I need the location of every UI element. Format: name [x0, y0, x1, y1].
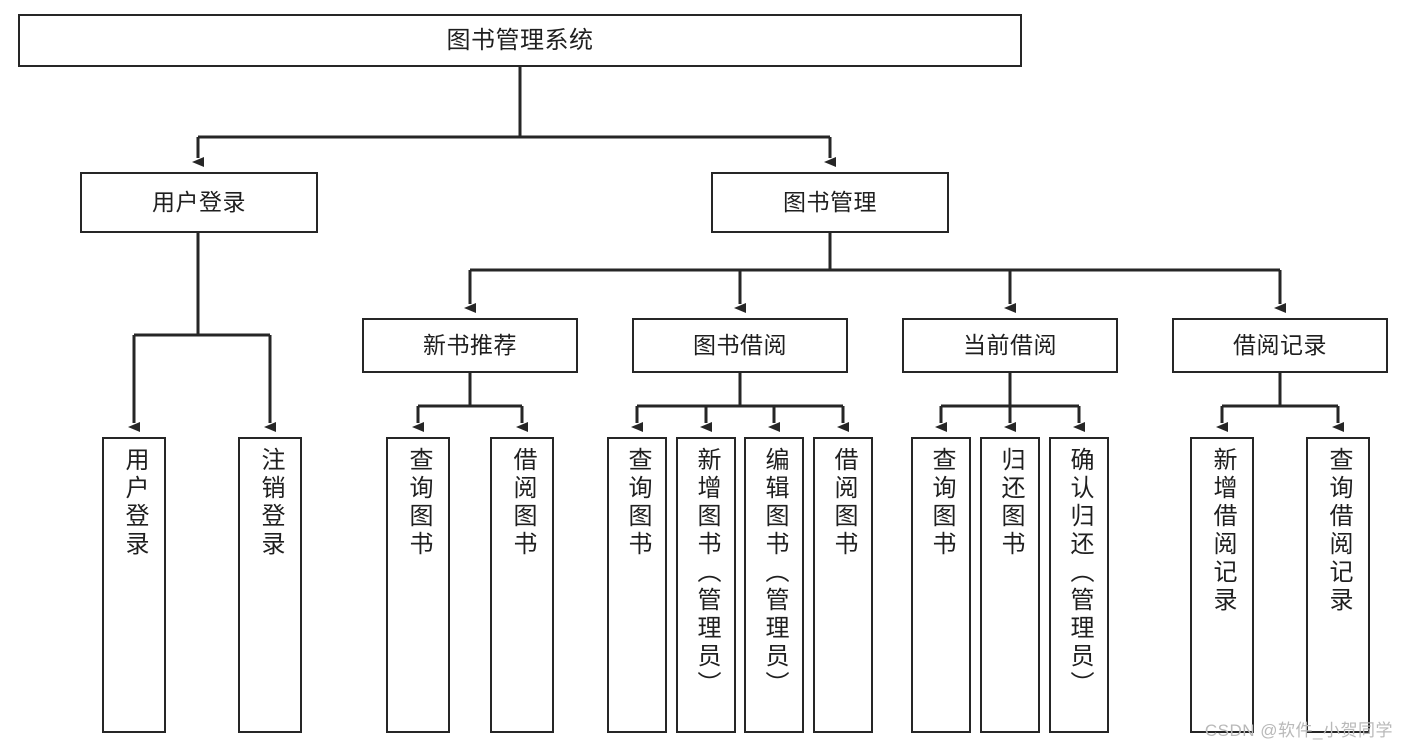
node-leaf-borrow-book-1-label: 借阅图书: [509, 447, 536, 559]
node-leaf-query-book-1-label: 查询图书: [405, 447, 432, 559]
node-borrow-record[interactable]: 借阅记录: [1172, 318, 1388, 373]
node-leaf-query-book-1[interactable]: 查询图书: [386, 437, 450, 733]
node-book-management-label: 图书管理: [783, 189, 877, 216]
node-new-book-recommend[interactable]: 新书推荐: [362, 318, 578, 373]
node-leaf-confirm-return-label: 确认归还（管理员）: [1066, 447, 1093, 699]
node-leaf-borrow-book-2[interactable]: 借阅图书: [813, 437, 873, 733]
node-borrow-record-label: 借阅记录: [1233, 332, 1327, 359]
node-leaf-logout[interactable]: 注销登录: [238, 437, 302, 733]
node-leaf-edit-book-label: 编辑图书（管理员）: [761, 447, 788, 699]
node-book-borrow-label: 图书借阅: [693, 332, 787, 359]
node-leaf-borrow-book-2-label: 借阅图书: [830, 447, 857, 559]
node-book-management[interactable]: 图书管理: [711, 172, 949, 233]
node-root-label: 图书管理系统: [446, 26, 594, 54]
node-book-borrow[interactable]: 图书借阅: [632, 318, 848, 373]
node-leaf-query-book-3[interactable]: 查询图书: [911, 437, 971, 733]
node-leaf-user-login-label: 用户登录: [121, 447, 148, 559]
node-current-borrow-label: 当前借阅: [963, 332, 1057, 359]
node-leaf-add-book-label: 新增图书（管理员）: [693, 447, 720, 699]
node-leaf-add-record-label: 新增借阅记录: [1209, 447, 1236, 615]
node-leaf-query-book-2-label: 查询图书: [624, 447, 651, 559]
node-user-login-label: 用户登录: [152, 189, 246, 216]
node-leaf-borrow-book-1[interactable]: 借阅图书: [490, 437, 554, 733]
node-leaf-return-book[interactable]: 归还图书: [980, 437, 1040, 733]
node-leaf-return-book-label: 归还图书: [997, 447, 1024, 559]
node-leaf-logout-label: 注销登录: [257, 447, 284, 559]
node-leaf-query-book-3-label: 查询图书: [928, 447, 955, 559]
node-leaf-add-book[interactable]: 新增图书（管理员）: [676, 437, 736, 733]
node-leaf-query-record[interactable]: 查询借阅记录: [1306, 437, 1370, 733]
node-current-borrow[interactable]: 当前借阅: [902, 318, 1118, 373]
node-user-login[interactable]: 用户登录: [80, 172, 318, 233]
node-leaf-add-record[interactable]: 新增借阅记录: [1190, 437, 1254, 733]
node-new-book-recommend-label: 新书推荐: [423, 332, 517, 359]
node-root[interactable]: 图书管理系统: [18, 14, 1022, 67]
node-leaf-query-book-2[interactable]: 查询图书: [607, 437, 667, 733]
node-leaf-user-login[interactable]: 用户登录: [102, 437, 166, 733]
node-leaf-query-record-label: 查询借阅记录: [1325, 447, 1352, 615]
node-leaf-edit-book[interactable]: 编辑图书（管理员）: [744, 437, 804, 733]
node-leaf-confirm-return[interactable]: 确认归还（管理员）: [1049, 437, 1109, 733]
